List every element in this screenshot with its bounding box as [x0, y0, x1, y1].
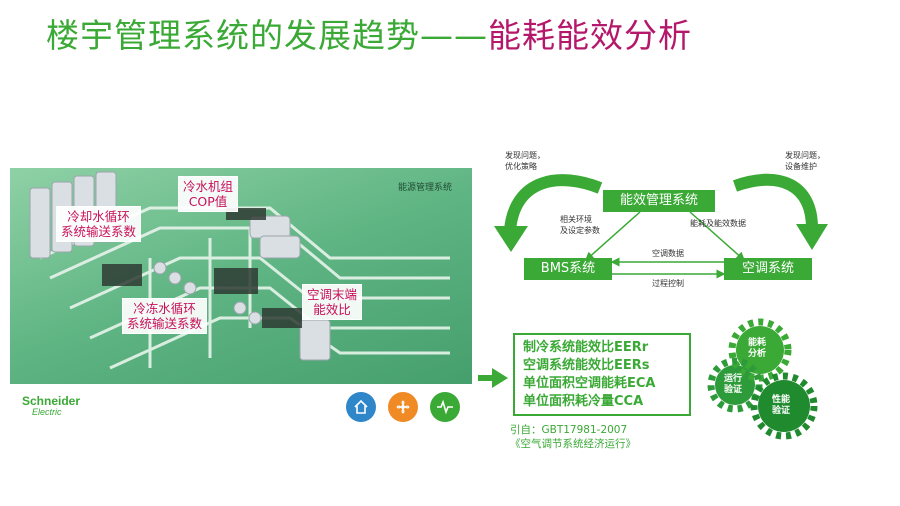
callout-cooling-water: 冷却水循环 系统输送系数: [56, 206, 142, 242]
home-button[interactable]: [346, 392, 376, 422]
callout-terminal-eer: 空调末端 能效比: [302, 284, 363, 320]
callout-line: 冷却水循环: [67, 209, 130, 224]
gear-cluster: [707, 318, 818, 440]
gear-label-operation: 运行 验证: [724, 374, 742, 396]
curved-arrow-right-head: [796, 224, 828, 250]
scada-title: 能源管理系统: [398, 183, 453, 193]
callout-line: COP值: [188, 194, 228, 209]
note-line: 设备维护: [785, 162, 817, 171]
process-control-label: 过程控制: [652, 279, 684, 288]
note-line: 相关环境: [560, 215, 592, 224]
energy-note: 能耗及能效数据: [690, 219, 746, 228]
callout-line: 空调末端: [307, 287, 358, 302]
node-bms: BMS系统: [524, 258, 612, 280]
ratio-item: 制冷系统能效比EERr: [523, 340, 649, 355]
gear-label-line: 能耗: [748, 338, 767, 348]
logo-line2: Electric: [32, 407, 62, 417]
home-icon: [354, 399, 368, 414]
ratio-item: 单位面积耗冷量CCA: [523, 394, 644, 409]
callout-chilled-water: 冷冻水循环 系统输送系数: [122, 298, 208, 334]
efficiency-ratios-box: 制冷系统能效比EERr 空调系统能效比EERs 单位面积空调能耗ECA 单位面积…: [513, 333, 691, 416]
callout-line: 系统输送系数: [127, 316, 203, 331]
citation-line: 《空气调节系统经济运行》: [510, 438, 636, 450]
curved-arrow-left-head: [494, 226, 528, 252]
callout-line: 冷水机组: [183, 179, 234, 194]
gear-label-analysis: 能耗 分析: [748, 338, 766, 360]
note-line: 发现问题，: [785, 151, 825, 160]
citation-line: 引自：GBT17981-2007: [510, 424, 628, 436]
env-note: 相关环境 及设定参数: [560, 214, 600, 236]
note-line: 及设定参数: [560, 226, 600, 235]
callout-line: 冷冻水循环: [133, 301, 196, 316]
left-note: 发现问题， 优化策略: [505, 150, 545, 172]
callout-line: 能效比: [313, 302, 351, 317]
schneider-logo: Schneider Electric: [22, 394, 81, 418]
title-main: 楼宇管理系统的发展趋势——: [46, 16, 488, 55]
waveform-icon: [437, 399, 453, 415]
flow-arrow: [492, 368, 508, 388]
fan-button[interactable]: [388, 392, 418, 422]
logo-line1: Schneider: [22, 394, 81, 408]
note-line: 发现问题，: [505, 151, 545, 160]
waveform-button[interactable]: [430, 392, 460, 422]
gear-label-line: 分析: [748, 349, 767, 359]
gear-label-line: 运行: [724, 374, 743, 384]
title-highlight: 能耗能效分析: [488, 16, 692, 55]
gear-label-performance: 性能 验证: [772, 395, 790, 417]
curved-arrow-right: [732, 173, 818, 229]
gear-label-line: 验证: [724, 385, 743, 395]
node-energy-management: 能效管理系统: [603, 190, 715, 212]
gear-label-line: 验证: [772, 406, 791, 416]
slide-title: 楼宇管理系统的发展趋势——能耗能效分析: [46, 14, 692, 58]
ac-data-label: 空调数据: [652, 249, 684, 258]
curved-arrow-left: [504, 174, 603, 231]
note-line: 优化策略: [505, 162, 537, 171]
gear-label-line: 性能: [772, 395, 791, 405]
callout-chiller-cop: 冷水机组 COP值: [178, 176, 239, 212]
citation: 引自：GBT17981-2007 《空气调节系统经济运行》: [510, 423, 636, 451]
energy-management-screenshot: 能源管理系统 冷水机组 COP值 冷却水循环 系统输送系数 冷冻水循环 系统输送…: [10, 168, 472, 430]
callout-line: 系统输送系数: [61, 224, 137, 239]
right-note: 发现问题， 设备维护: [785, 150, 825, 172]
ratio-item: 单位面积空调能耗ECA: [523, 376, 656, 391]
fan-icon: [396, 400, 410, 414]
node-ac-system: 空调系统: [724, 258, 812, 280]
ratio-item: 空调系统能效比EERs: [523, 358, 650, 373]
